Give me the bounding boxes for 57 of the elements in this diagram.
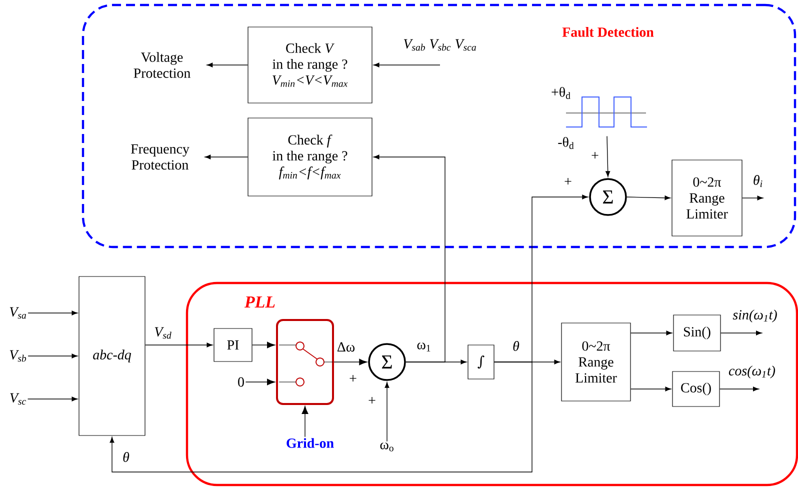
arrow	[384, 382, 390, 442]
edge-label: Δω	[336, 341, 356, 353]
pi-block: PI	[214, 328, 252, 362]
arrow	[630, 386, 672, 392]
protection-label: Frequency Protection	[130, 144, 190, 170]
range-limiter-box: 0~2π Range Limiter	[561, 322, 631, 402]
signal-label: V$_{sb}$	[10, 350, 26, 362]
summing-junction: Σ	[589, 178, 627, 216]
arrow	[719, 386, 759, 392]
arrow	[252, 342, 275, 348]
output-label: cos(ω$_{1}$t)	[728, 366, 776, 378]
signal-label: V$_{sa}$	[10, 307, 26, 319]
arrow	[144, 342, 213, 348]
arrow	[626, 196, 671, 200]
arrow	[720, 330, 762, 336]
arrow	[334, 358, 368, 366]
arrow	[204, 154, 248, 160]
protection-label: Voltage Protection	[134, 52, 190, 78]
edge-label: V$_{sd}$	[153, 326, 173, 340]
arrow	[110, 362, 532, 472]
sign-label: +	[350, 375, 356, 382]
signal-label: -θ$_{d}$	[558, 137, 574, 149]
arrow	[373, 62, 440, 68]
function-box: Cos()	[672, 371, 720, 407]
signal-label: V$_{sab}$ V$_{sbc}$ V$_{sca}$	[404, 39, 476, 51]
check-box: Check V in the range ? V$_{min}$<V<V$_{max}$	[248, 26, 372, 104]
arrow	[606, 136, 610, 177]
signal-label: +θ$_{d}$	[552, 87, 570, 99]
integrator-box: ∫	[468, 344, 494, 380]
edge-label: θ	[512, 340, 520, 352]
arrow	[302, 406, 308, 438]
function-box: Sin()	[673, 314, 721, 352]
signal-label: ω$_{o}$	[380, 442, 394, 452]
arrow	[28, 354, 78, 358]
output-label: θ$_{i}$	[754, 175, 762, 187]
edge-label: θ	[122, 451, 130, 463]
arrow	[406, 360, 467, 364]
arrow	[27, 396, 78, 402]
arrow	[206, 62, 248, 68]
summing-junction: Σ	[368, 343, 406, 381]
arrow	[742, 196, 764, 200]
signal-label: V$_{sc}$	[10, 393, 26, 405]
output-label: sin(ω$_{1}$t)	[732, 310, 777, 322]
input-label: 0	[238, 377, 244, 387]
control-label: Grid-on	[286, 438, 334, 448]
switch-drawing	[276, 319, 334, 405]
arrow	[630, 330, 672, 336]
sign-label: +	[564, 178, 572, 185]
arrow	[373, 154, 446, 362]
edge-label: ω$_{1}$	[416, 342, 432, 352]
check-box: Check f in the range ? f$_{min}$<f<f$_{max}$	[248, 118, 372, 196]
sign-label: +	[592, 152, 598, 159]
arrow	[245, 378, 275, 386]
transform-box: abc-dq	[78, 276, 146, 436]
sign-label: +	[368, 397, 376, 404]
range-limiter-box: 0~2π Range Limiter	[672, 160, 742, 236]
arrow	[28, 310, 78, 316]
